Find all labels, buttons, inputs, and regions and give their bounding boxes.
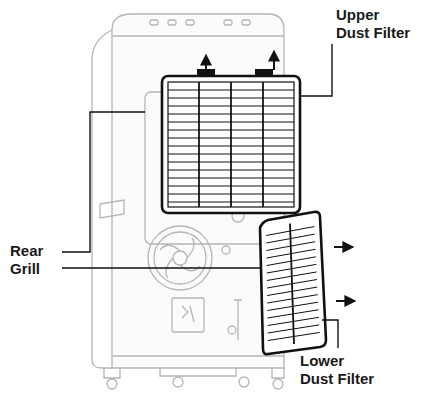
lower-dust-filter <box>260 212 326 354</box>
part-label: Lower Dust Filter <box>300 352 380 388</box>
part-label: Upper Dust Filter <box>336 6 416 42</box>
part-label: Rear Grill <box>10 242 54 278</box>
upper-dust-filter <box>162 70 300 213</box>
leader-line <box>62 44 338 348</box>
